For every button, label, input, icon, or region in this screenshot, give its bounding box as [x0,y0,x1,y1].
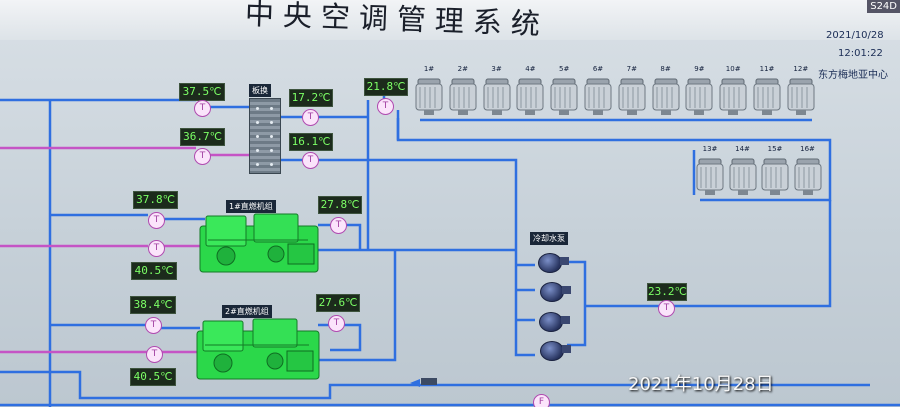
temp-chiller2-right: 27.6℃ [316,294,360,312]
cooling-tower-label: 9# [694,65,705,73]
temp-hx-right-top: 17.2℃ [289,89,333,107]
temp-sensor-icon[interactable]: T [146,346,163,363]
temp-sensor-icon[interactable]: T [302,109,319,126]
cooling-tower-12[interactable] [786,75,816,115]
cooling-tower-label: 3# [491,65,502,73]
cooling-tower-label: 1# [423,65,435,73]
cooling-tower-label: 5# [559,65,570,73]
temp-hx-left-bottom: 36.7℃ [180,128,225,146]
cooling-tower-7[interactable] [617,75,647,115]
date-display: 2021/10/28 [826,30,884,41]
flow-meter-icon[interactable]: F [533,394,550,407]
temp-hx-left-top: 37.5℃ [179,83,225,101]
temp-sensor-icon[interactable]: T [148,240,165,257]
site-name: 东方梅地亚中心 [818,70,888,81]
cooling-tower-8[interactable] [651,75,681,115]
chiller-2-label: 2#直燃机组 [222,305,272,318]
cooling-tower-9[interactable] [684,75,714,115]
temp-chiller1-left-top: 37.8℃ [133,191,178,209]
cooling-pump-3[interactable] [539,312,570,332]
cooling-tower-2[interactable] [448,75,478,115]
temp-chiller2-left-top: 38.4℃ [130,296,176,314]
cooling-tower-10[interactable] [718,75,748,115]
cooling-pump-4[interactable] [540,341,571,361]
temp-chiller1-left-bottom: 40.5℃ [131,262,177,280]
cooling-tower-label: 8# [660,65,671,73]
flow-arrows [410,378,437,387]
corner-tag: S24D [867,0,900,13]
photo-date-watermark: 2021年10月28日 [628,374,774,395]
cooling-pump-label: 冷却水泵 [530,232,568,245]
temp-sensor-icon[interactable]: T [302,152,319,169]
plate-exchanger[interactable] [249,98,281,174]
hot-pipes [0,146,249,354]
temp-chiller2-left-bottom: 40.5℃ [130,368,176,386]
time-display: 12:01:22 [838,48,883,59]
temp-sensor-icon[interactable]: T [330,217,347,234]
plate-exchanger-label: 板换 [249,84,271,97]
cooling-tower-5[interactable] [549,75,579,115]
temp-sensor-icon[interactable]: T [377,98,394,115]
cooling-tower-1[interactable] [414,75,444,115]
temp-sensor-icon[interactable]: T [658,300,675,317]
cooling-tower-label: 15# [767,145,783,153]
title-bar: 中央空调管理系统 S24D [0,0,900,41]
temp-sensor-icon[interactable]: T [148,212,165,229]
cooling-tower-11[interactable] [752,75,782,115]
cooling-tower-label: 4# [525,65,536,73]
cooling-tower-label: 14# [735,145,750,153]
cooling-tower-3[interactable] [760,155,790,195]
cooling-pump-2[interactable] [540,282,571,302]
cooling-tower-label: 11# [759,65,775,73]
cooling-tower-4[interactable] [515,75,545,115]
cooling-tower-2[interactable] [728,155,758,195]
cold-pipes [0,90,900,407]
cooling-tower-1[interactable] [695,155,725,195]
cooling-pump-1[interactable] [538,253,569,273]
cooling-tower-label: 2# [457,65,468,73]
temp-chiller1-right: 27.8℃ [318,196,362,214]
temp-sensor-icon[interactable]: T [328,315,345,332]
temp-return-line: 23.2℃ [647,283,687,301]
chiller-2-unit[interactable] [195,317,321,381]
cooling-tower-label: 13# [702,145,718,153]
cooling-tower-3[interactable] [482,75,512,115]
chiller-1-unit[interactable] [198,212,320,274]
cooling-tower-label: 12# [793,65,809,73]
cooling-tower-label: 6# [592,65,604,73]
temp-sensor-icon[interactable]: T [145,317,162,334]
cooling-tower-4[interactable] [793,155,823,195]
temp-hx-right-bottom: 16.1℃ [289,133,333,151]
cooling-tower-label: 10# [725,65,741,73]
cooling-tower-label: 7# [626,65,637,73]
chiller-1-label: 1#直燃机组 [226,200,276,213]
cooling-tower-label: 16# [800,145,815,153]
temp-tower-inlet: 21.8℃ [364,78,408,96]
temp-sensor-icon[interactable]: T [194,100,211,117]
cooling-tower-6[interactable] [583,75,613,115]
temp-sensor-icon[interactable]: T [194,148,211,165]
